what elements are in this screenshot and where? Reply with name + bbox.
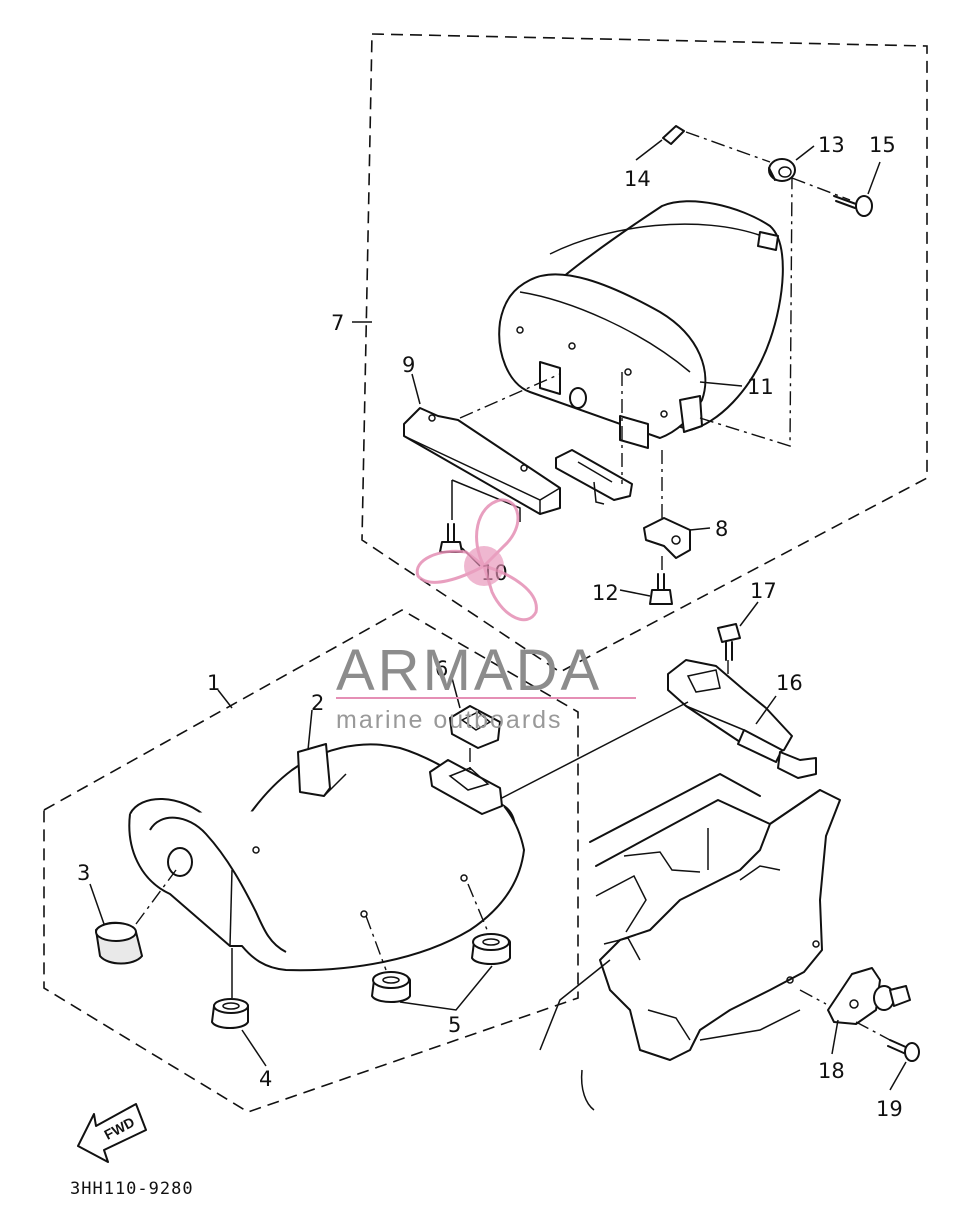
- callout-13: 13: [818, 133, 845, 157]
- leader-15: [867, 161, 881, 195]
- callout-5: 5: [448, 1013, 461, 1037]
- clip-14: [662, 125, 685, 145]
- callout-6: 6: [435, 657, 448, 681]
- callout-12: 12: [592, 581, 619, 605]
- watermark-tagline: marine outboards: [336, 706, 563, 734]
- lock-18: [827, 967, 911, 1025]
- lock-cable: [497, 701, 689, 801]
- axis-13-15: [791, 177, 851, 201]
- leader-6: [451, 677, 461, 709]
- axis-3: [135, 869, 177, 925]
- axis-5b: [467, 883, 489, 933]
- watermark-rule: [336, 697, 636, 699]
- leader-1: [217, 689, 233, 709]
- grommet-6: [449, 705, 501, 749]
- callout-3: 3: [77, 861, 90, 885]
- callout-11: 11: [747, 375, 774, 399]
- callout-16: 16: [776, 671, 803, 695]
- fwd-arrow-icon: FWD: [77, 1103, 147, 1163]
- leader-17: [739, 601, 759, 627]
- axis-9: [459, 373, 561, 419]
- knob-3: [95, 921, 143, 965]
- propeller-blade: [481, 563, 538, 622]
- leader-2: [307, 709, 313, 751]
- leader-4: [241, 1029, 267, 1067]
- propeller-hub: [464, 546, 504, 586]
- bolt-10: [439, 523, 463, 553]
- callout-2: 2: [311, 691, 324, 715]
- damper-5a: [371, 971, 411, 1003]
- seat-lock-16: [667, 659, 817, 779]
- leader-5: [399, 965, 493, 1011]
- watermark-propeller-icon: [415, 498, 538, 622]
- leader-19: [889, 1061, 907, 1091]
- leader-14: [635, 139, 663, 161]
- propeller-blade: [415, 549, 487, 584]
- axis-18: [799, 989, 827, 1005]
- callout-9: 9: [402, 353, 415, 377]
- watermark-brand: ARMADA: [336, 638, 602, 703]
- callout-14: 14: [624, 167, 651, 191]
- frame: [539, 773, 841, 1111]
- strap-2: [297, 743, 347, 797]
- leader-13: [795, 145, 815, 161]
- callout-17: 17: [750, 579, 777, 603]
- bracket-8: [643, 517, 691, 559]
- rear-seat-cowl-11: [498, 200, 784, 449]
- leader-3: [89, 883, 105, 925]
- axis-5a: [365, 915, 387, 971]
- leader-18: [831, 1019, 839, 1055]
- damper-5b: [471, 933, 511, 965]
- leader-9: [411, 373, 421, 405]
- rail-bracket: [555, 449, 633, 505]
- axis-19: [855, 1021, 891, 1041]
- leader-16: [755, 695, 777, 725]
- screw-19: [887, 1039, 920, 1062]
- bolt-17: [717, 623, 741, 661]
- rail-9: [403, 407, 561, 515]
- front-seat-1: [128, 743, 525, 972]
- leader-12: [619, 589, 651, 597]
- callout-4: 4: [259, 1067, 272, 1091]
- callout-15: 15: [869, 133, 896, 157]
- callout-8: 8: [715, 517, 728, 541]
- axis-14-13: [685, 131, 771, 163]
- drawing-code: 3HH110-9280: [70, 1179, 194, 1199]
- axis-11: [699, 177, 793, 447]
- leader-8: [689, 527, 711, 531]
- rail-bracket-lines: [451, 479, 521, 522]
- leader-11: [699, 381, 743, 387]
- callout-19: 19: [876, 1097, 903, 1121]
- callout-7: 7: [331, 311, 344, 335]
- callout-18: 18: [818, 1059, 845, 1083]
- collar-13: [768, 158, 796, 182]
- callout-1: 1: [207, 671, 220, 695]
- screw-15: [833, 195, 873, 217]
- seat-hook: [429, 759, 503, 815]
- group-1-boundary: [43, 609, 579, 1113]
- propeller-blade: [475, 498, 520, 569]
- damper-4: [211, 998, 249, 1029]
- group-7-boundary: [361, 33, 928, 673]
- bolt-12: [649, 573, 673, 605]
